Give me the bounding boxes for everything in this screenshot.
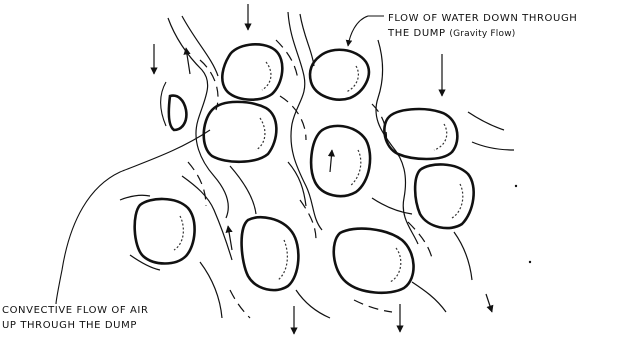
- rock-particle-icon: [204, 102, 277, 162]
- rock-particle-icon: [169, 96, 187, 130]
- rock-particle-icon: [242, 217, 299, 290]
- rock-particle-icon: [384, 109, 457, 159]
- air-flow-label: CONVECTIVE FLOW OF AIR UP THROUGH THE DU…: [2, 303, 149, 333]
- water-flow-line2-row: THE DUMP (Gravity Flow): [388, 26, 577, 42]
- water-flow-line1: FLOW OF WATER DOWN THROUGH: [388, 11, 577, 26]
- rock-particle-icon: [334, 229, 414, 293]
- dot: [515, 185, 517, 187]
- water-flow-note: (Gravity Flow): [449, 29, 515, 39]
- dot: [529, 261, 531, 263]
- rock-particle-icon: [222, 44, 282, 99]
- rock-particle-icon: [135, 199, 195, 264]
- rock-particle-icon: [311, 126, 370, 196]
- rock-particle-icon: [310, 50, 369, 100]
- water-flow-label: FLOW OF WATER DOWN THROUGH THE DUMP (Gra…: [388, 11, 577, 42]
- air-flow-line1: CONVECTIVE FLOW OF AIR: [2, 303, 149, 318]
- rock-particle-icon: [415, 164, 474, 228]
- arrow-down-icon: [486, 294, 492, 312]
- water-flow-line2: THE DUMP: [388, 28, 446, 39]
- arrow-up-icon: [228, 226, 232, 250]
- arrow-up-icon: [186, 48, 190, 74]
- air-flow-line2: UP THROUGH THE DUMP: [2, 318, 149, 333]
